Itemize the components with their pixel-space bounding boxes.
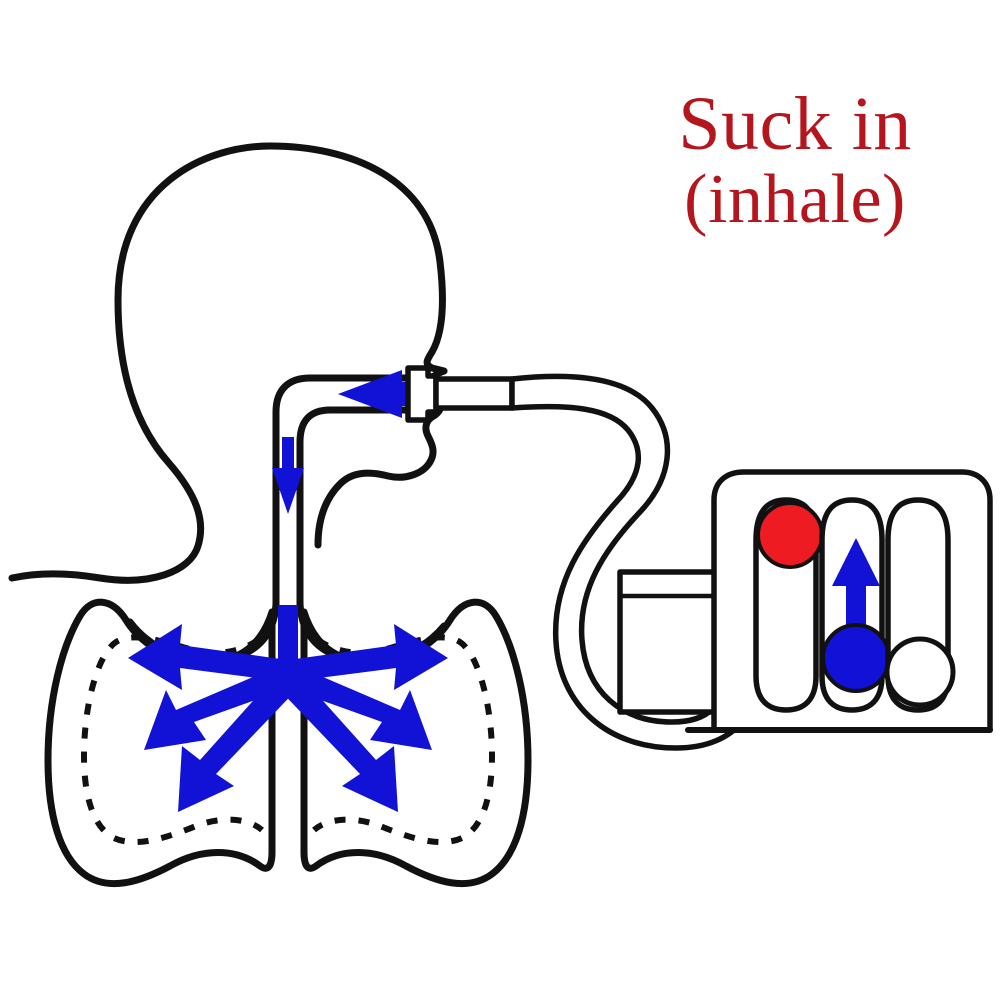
spirometer-side-port bbox=[617, 569, 723, 715]
jaw-to-neck-outline bbox=[8, 296, 205, 584]
lung-arrow-right-diagonal bbox=[276, 662, 432, 750]
ball-rising-arrow-up bbox=[832, 538, 880, 626]
mouthpiece bbox=[405, 365, 515, 423]
airflow-stem bbox=[278, 605, 298, 664]
chin-and-jaw-outline bbox=[314, 458, 434, 549]
lung-arrow-left-steep bbox=[178, 664, 304, 812]
ball-blue bbox=[821, 623, 891, 693]
oral-passage-upper-wall bbox=[272, 374, 413, 604]
title-line-primary: Suck in bbox=[678, 82, 912, 166]
lung-arrow-right-horizontal bbox=[288, 624, 448, 690]
mouthpiece-barrel bbox=[433, 376, 515, 411]
skull-outline bbox=[114, 142, 448, 375]
mouthpiece-flange bbox=[405, 365, 439, 423]
lung-arrow-right-steep bbox=[272, 664, 398, 812]
ball-white bbox=[884, 636, 956, 708]
ball-red bbox=[756, 501, 824, 569]
title-block: Suck in (inhale) bbox=[600, 82, 990, 238]
oral-passage-lower-wall bbox=[296, 406, 413, 604]
lung-arrow-left-diagonal bbox=[144, 662, 300, 750]
title-line-secondary: (inhale) bbox=[684, 160, 906, 238]
incentive-spirometer bbox=[617, 469, 993, 733]
head-profile bbox=[8, 142, 448, 584]
air-down-trachea-arrow bbox=[272, 437, 304, 514]
lung-arrow-left-horizontal bbox=[128, 624, 288, 690]
